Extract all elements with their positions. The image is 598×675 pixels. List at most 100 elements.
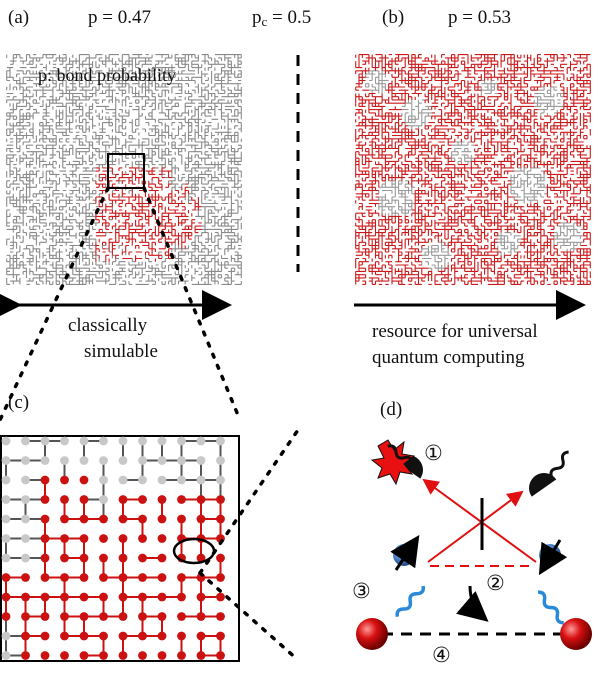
isolated-node (118, 436, 128, 446)
cluster-node (21, 612, 30, 621)
isolated-node (177, 456, 186, 465)
cluster-node (79, 573, 89, 582)
isolated-node (1, 514, 11, 524)
cluster-node (196, 514, 206, 524)
cluster-node (216, 573, 225, 582)
link-line-upper (198, 428, 300, 575)
cluster-node (157, 573, 167, 582)
isolated-node (40, 436, 50, 446)
zoomed-lattice (0, 435, 240, 662)
cluster-node (216, 651, 225, 660)
cluster-node (138, 612, 147, 621)
rotation-arrow (456, 585, 489, 622)
cluster-node (118, 592, 128, 602)
fusion-scheme (356, 439, 592, 650)
cluster-node (177, 592, 186, 602)
cluster-node (99, 651, 108, 660)
isolated-node (196, 436, 206, 446)
cluster-node (21, 651, 30, 660)
cluster-node (216, 612, 225, 621)
cluster-node (196, 553, 206, 563)
cluster-node (138, 514, 147, 524)
cluster-node (40, 495, 50, 504)
zoomed-nodes (1, 436, 225, 660)
panel-d-letter: (d) (380, 399, 403, 420)
cluster-node (118, 495, 128, 504)
cluster-node (40, 553, 50, 563)
zoom-box (107, 153, 145, 189)
cluster-node (60, 612, 69, 621)
isolated-node (196, 475, 206, 485)
isolated-node (1, 651, 11, 660)
cluster-node (99, 612, 108, 621)
isolated-node (216, 436, 225, 446)
panel-b-probability: p = 0.53 (448, 7, 511, 28)
cluster-node (216, 592, 225, 602)
cluster-node (118, 651, 128, 660)
cluster-node (118, 534, 128, 543)
cluster-node (1, 573, 11, 582)
isolated-node (1, 456, 11, 465)
blue-photon-left (395, 585, 426, 617)
atom-left (356, 618, 388, 650)
cluster-node (99, 553, 108, 563)
panel-a-letter: (a) (8, 7, 30, 28)
cluster-node (138, 651, 147, 660)
cluster-node (60, 553, 69, 563)
cluster-node (60, 514, 69, 524)
cluster-node (79, 534, 89, 543)
cluster-node (177, 514, 186, 524)
isolated-node (216, 475, 225, 485)
cluster-node (196, 592, 206, 602)
isolated-node (138, 456, 147, 465)
cluster-node (79, 553, 89, 563)
cluster-node (157, 631, 167, 641)
cluster-node (118, 573, 128, 582)
isolated-node (1, 553, 11, 563)
zoomed-lattice-frame (0, 435, 240, 662)
cluster-node (60, 534, 69, 543)
cluster-node (138, 534, 147, 543)
beam-right (422, 478, 537, 563)
cluster-node (60, 651, 69, 660)
cluster-node (60, 592, 69, 602)
cluster-node (40, 573, 50, 582)
spin-arrow-left (390, 535, 420, 571)
lattice-p053 (355, 54, 591, 285)
isolated-node (157, 456, 167, 465)
isolated-node (138, 475, 147, 485)
isolated-node (79, 436, 89, 446)
isolated-node (21, 475, 30, 485)
photon-wiggle-right (549, 450, 569, 477)
cluster-node (79, 612, 89, 621)
isolated-node (1, 436, 11, 446)
link-line-lower (198, 571, 300, 662)
isolated-node (21, 534, 30, 543)
cluster-node (60, 475, 69, 485)
cluster-node (40, 534, 50, 543)
cluster-node (40, 651, 50, 660)
cluster-node (138, 631, 147, 641)
isolated-node (99, 475, 108, 485)
isolated-node (21, 514, 30, 524)
blue-photon-right (537, 590, 564, 625)
spanning-cluster-bonds (355, 54, 591, 285)
cluster-node (40, 592, 50, 602)
isolated-node (79, 456, 89, 465)
cluster-node (157, 592, 167, 602)
isolated-node (99, 436, 108, 446)
cluster-node (40, 514, 50, 524)
cluster-node (99, 592, 108, 602)
cluster-node (157, 651, 167, 660)
cluster-node (196, 631, 206, 641)
cluster-node (99, 514, 108, 524)
cluster-node (79, 475, 89, 485)
cluster-node (157, 612, 167, 621)
cluster-node (216, 495, 225, 504)
cluster-node (99, 631, 108, 641)
isolated-node (118, 475, 128, 485)
cluster-node (157, 495, 167, 504)
panel-b-letter: (b) (382, 7, 405, 28)
cluster-node (21, 592, 30, 602)
cluster-node (21, 631, 30, 641)
